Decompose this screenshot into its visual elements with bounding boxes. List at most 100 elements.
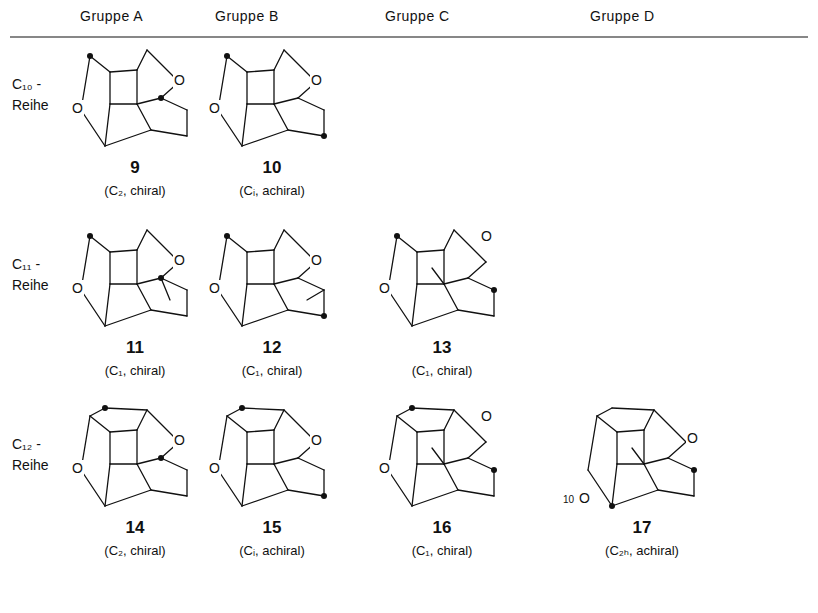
bond-line bbox=[298, 278, 324, 290]
bond-line bbox=[444, 458, 468, 464]
bond-line bbox=[274, 284, 288, 310]
stereo-dot bbox=[491, 287, 497, 293]
bond-line bbox=[274, 230, 284, 250]
bond-line bbox=[444, 284, 458, 310]
bond-line bbox=[246, 432, 247, 464]
atom-label: O bbox=[378, 280, 391, 296]
bond-line bbox=[242, 490, 288, 506]
bond-line bbox=[81, 290, 105, 326]
bond-line bbox=[137, 278, 161, 284]
symmetry-label: (Cᵢ, achiral) bbox=[239, 544, 305, 559]
bond-line bbox=[417, 430, 444, 432]
bond-line bbox=[412, 310, 458, 326]
bond-line bbox=[668, 458, 694, 470]
bond-line bbox=[227, 236, 247, 252]
bond-line bbox=[247, 430, 274, 432]
bond-line bbox=[693, 470, 694, 496]
bond-line bbox=[417, 250, 444, 252]
bond-line bbox=[242, 284, 247, 326]
compound-number: 11 bbox=[126, 338, 144, 358]
bond-line bbox=[412, 284, 417, 326]
series-label: C₁₂ - Reihe bbox=[12, 434, 62, 476]
bond-line bbox=[110, 103, 137, 104]
series-label: C₁₁ - Reihe bbox=[12, 254, 62, 296]
symmetry-label: (C₁, chiral) bbox=[412, 364, 473, 379]
atom-label: O bbox=[71, 100, 84, 116]
bond-line bbox=[432, 268, 444, 284]
bond-line bbox=[137, 230, 147, 250]
bond-line bbox=[588, 416, 597, 470]
bond-line bbox=[644, 464, 658, 490]
bond-line bbox=[137, 458, 161, 464]
bond-line bbox=[110, 283, 137, 284]
bond-line bbox=[274, 458, 298, 464]
bond-line bbox=[186, 290, 187, 316]
compound-number: 15 bbox=[263, 518, 282, 538]
bond-line bbox=[493, 290, 494, 316]
bond-line bbox=[161, 458, 187, 470]
stereo-dot bbox=[87, 53, 93, 59]
bond-line bbox=[443, 430, 444, 464]
bond-line bbox=[81, 110, 105, 146]
atom-label: O bbox=[310, 72, 323, 88]
bond-line bbox=[137, 410, 147, 430]
symmetry-label: (C₁, chiral) bbox=[412, 544, 473, 559]
bond-line bbox=[247, 283, 274, 284]
bond-line bbox=[298, 458, 324, 470]
bond-line bbox=[612, 490, 658, 506]
stereo-dot bbox=[409, 405, 415, 411]
compound-number: 14 bbox=[126, 518, 145, 538]
bond-line bbox=[274, 104, 288, 130]
bond-line bbox=[274, 50, 284, 70]
bond-line bbox=[412, 490, 458, 506]
group-header: Gruppe B bbox=[215, 8, 279, 24]
bond-line bbox=[242, 408, 284, 410]
bond-line bbox=[323, 290, 324, 316]
bond-line bbox=[288, 130, 324, 136]
atom-label: O bbox=[71, 460, 84, 476]
symmetry-label: (C₂, chiral) bbox=[104, 544, 165, 559]
group-header: Gruppe A bbox=[80, 8, 143, 24]
bond-line bbox=[227, 416, 247, 432]
bond-line bbox=[227, 56, 247, 72]
atom-label: O bbox=[173, 252, 186, 268]
symmetry-label: (C₁, chiral) bbox=[242, 364, 303, 379]
bond-line bbox=[242, 310, 288, 326]
bond-line bbox=[397, 236, 417, 252]
group-header: Gruppe D bbox=[590, 8, 655, 24]
stereo-dot bbox=[158, 275, 164, 281]
bond-line bbox=[246, 252, 247, 284]
bond-line bbox=[90, 56, 110, 72]
bond-line bbox=[597, 408, 612, 416]
stereo-dot bbox=[321, 133, 327, 139]
bond-line bbox=[658, 490, 694, 496]
bond-line bbox=[161, 98, 187, 110]
bond-line bbox=[218, 290, 242, 326]
bond-line bbox=[298, 98, 324, 110]
bond-line bbox=[444, 278, 468, 284]
compound-number: 10 bbox=[263, 158, 282, 178]
atom-label: O bbox=[578, 490, 591, 506]
bond-line bbox=[90, 236, 110, 252]
bond-line bbox=[105, 490, 151, 506]
bond-line bbox=[161, 278, 170, 300]
bond-line bbox=[136, 250, 137, 284]
atom-label: O bbox=[208, 460, 221, 476]
bond-line bbox=[274, 410, 284, 430]
bond-line bbox=[388, 290, 412, 326]
stereo-dot bbox=[321, 493, 327, 499]
bond-line bbox=[246, 72, 247, 104]
bond-line bbox=[109, 432, 110, 464]
bond-line bbox=[432, 448, 444, 464]
bond-line bbox=[323, 110, 324, 136]
bond-line bbox=[458, 310, 494, 316]
bond-line bbox=[654, 410, 686, 442]
bond-line bbox=[109, 252, 110, 284]
compound-number: 13 bbox=[433, 338, 452, 358]
bond-line bbox=[444, 410, 454, 430]
bond-line bbox=[247, 103, 274, 104]
bond-line bbox=[644, 410, 654, 430]
compound-number: 16 bbox=[433, 518, 452, 538]
